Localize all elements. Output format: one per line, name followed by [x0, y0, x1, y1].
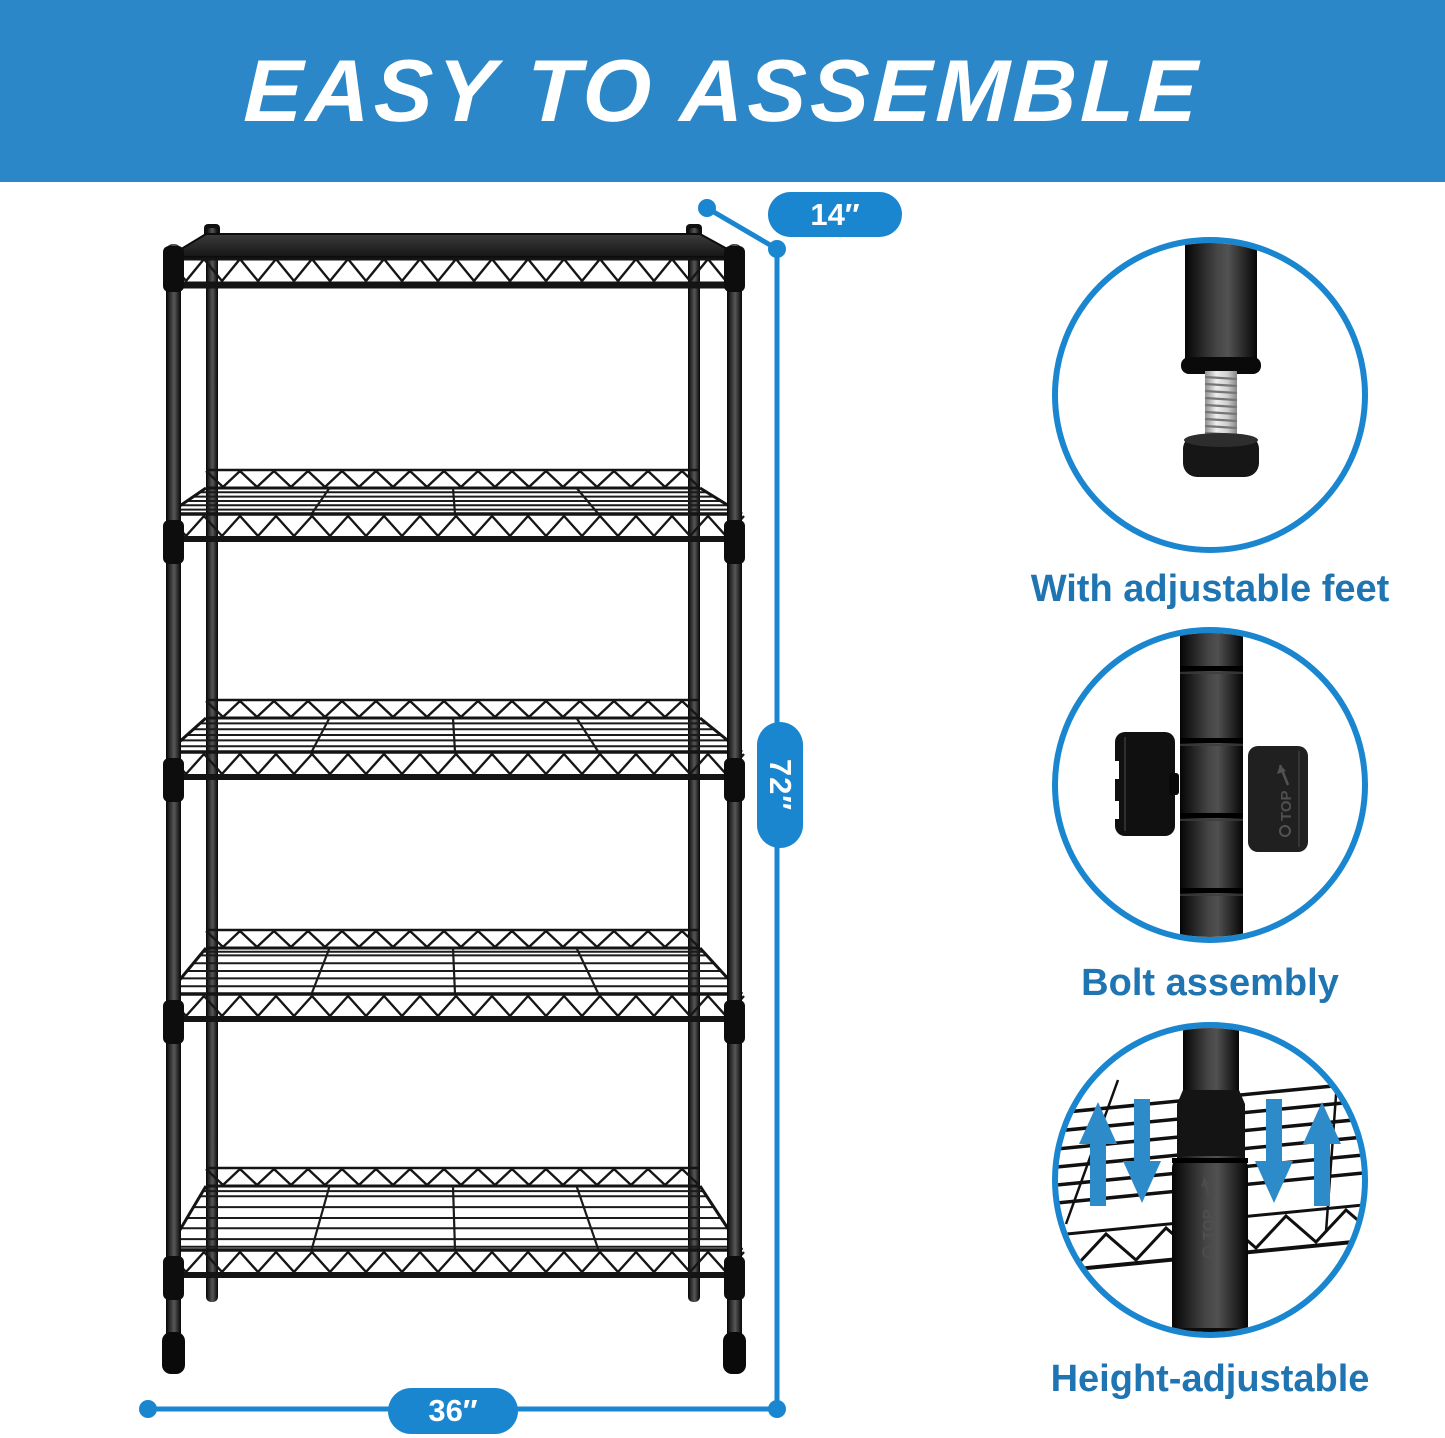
- shelf-tier-1: [164, 233, 745, 289]
- feature-label-adjustable-feet: With adjustable feet: [1030, 568, 1390, 610]
- depth-dimension-badge: 14″: [768, 192, 902, 237]
- height-dimension-badge: 72″: [757, 722, 803, 848]
- left-sleeve-half: [1111, 732, 1179, 836]
- shelf-post: [1180, 633, 1243, 937]
- bolt-assembly-icon: TOP: [1111, 633, 1308, 937]
- top-marking: TOP: [1200, 1209, 1217, 1240]
- down-arrow-icon: [1255, 1099, 1293, 1203]
- adjustable-foot-icon: [1181, 243, 1261, 477]
- shelf-tier-5: [166, 1166, 745, 1278]
- feature-photo-height-adjustable: TOP: [1052, 1022, 1368, 1338]
- dimension-dot: [139, 1400, 157, 1418]
- shelf-post-with-sleeve: TOP: [1172, 1028, 1248, 1332]
- height-adjustable-icon: TOP: [1058, 1028, 1362, 1332]
- feature-photo-bolt-assembly: TOP: [1052, 627, 1368, 943]
- post-grooves: [1180, 666, 1243, 896]
- width-dimension-badge: 36″: [388, 1388, 518, 1434]
- dimension-dot: [698, 199, 716, 217]
- feature-photo-adjustable-feet: [1052, 237, 1368, 553]
- right-sleeve-half: TOP: [1248, 746, 1308, 852]
- shelf-tier-4: [166, 928, 745, 1022]
- top-marking: TOP: [1278, 790, 1295, 821]
- right-adjustable-foot: [723, 1332, 746, 1374]
- header-banner: EASY TO ASSEMBLE: [0, 0, 1445, 182]
- up-arrow-icon: [1079, 1102, 1117, 1206]
- down-arrow-icon: [1123, 1099, 1161, 1203]
- dimension-dot: [768, 1400, 786, 1418]
- left-adjustable-foot: [162, 1332, 185, 1374]
- height-dimension-text: 72″: [763, 758, 798, 812]
- shelf-tier-3: [166, 698, 745, 780]
- feature-label-bolt-assembly: Bolt assembly: [1081, 962, 1339, 1004]
- shelf-tier-2: [166, 468, 745, 542]
- up-arrow-icon: [1303, 1102, 1341, 1206]
- feature-label-height-adjustable: Height-adjustable: [1050, 1358, 1370, 1400]
- front-legs: [162, 244, 746, 1374]
